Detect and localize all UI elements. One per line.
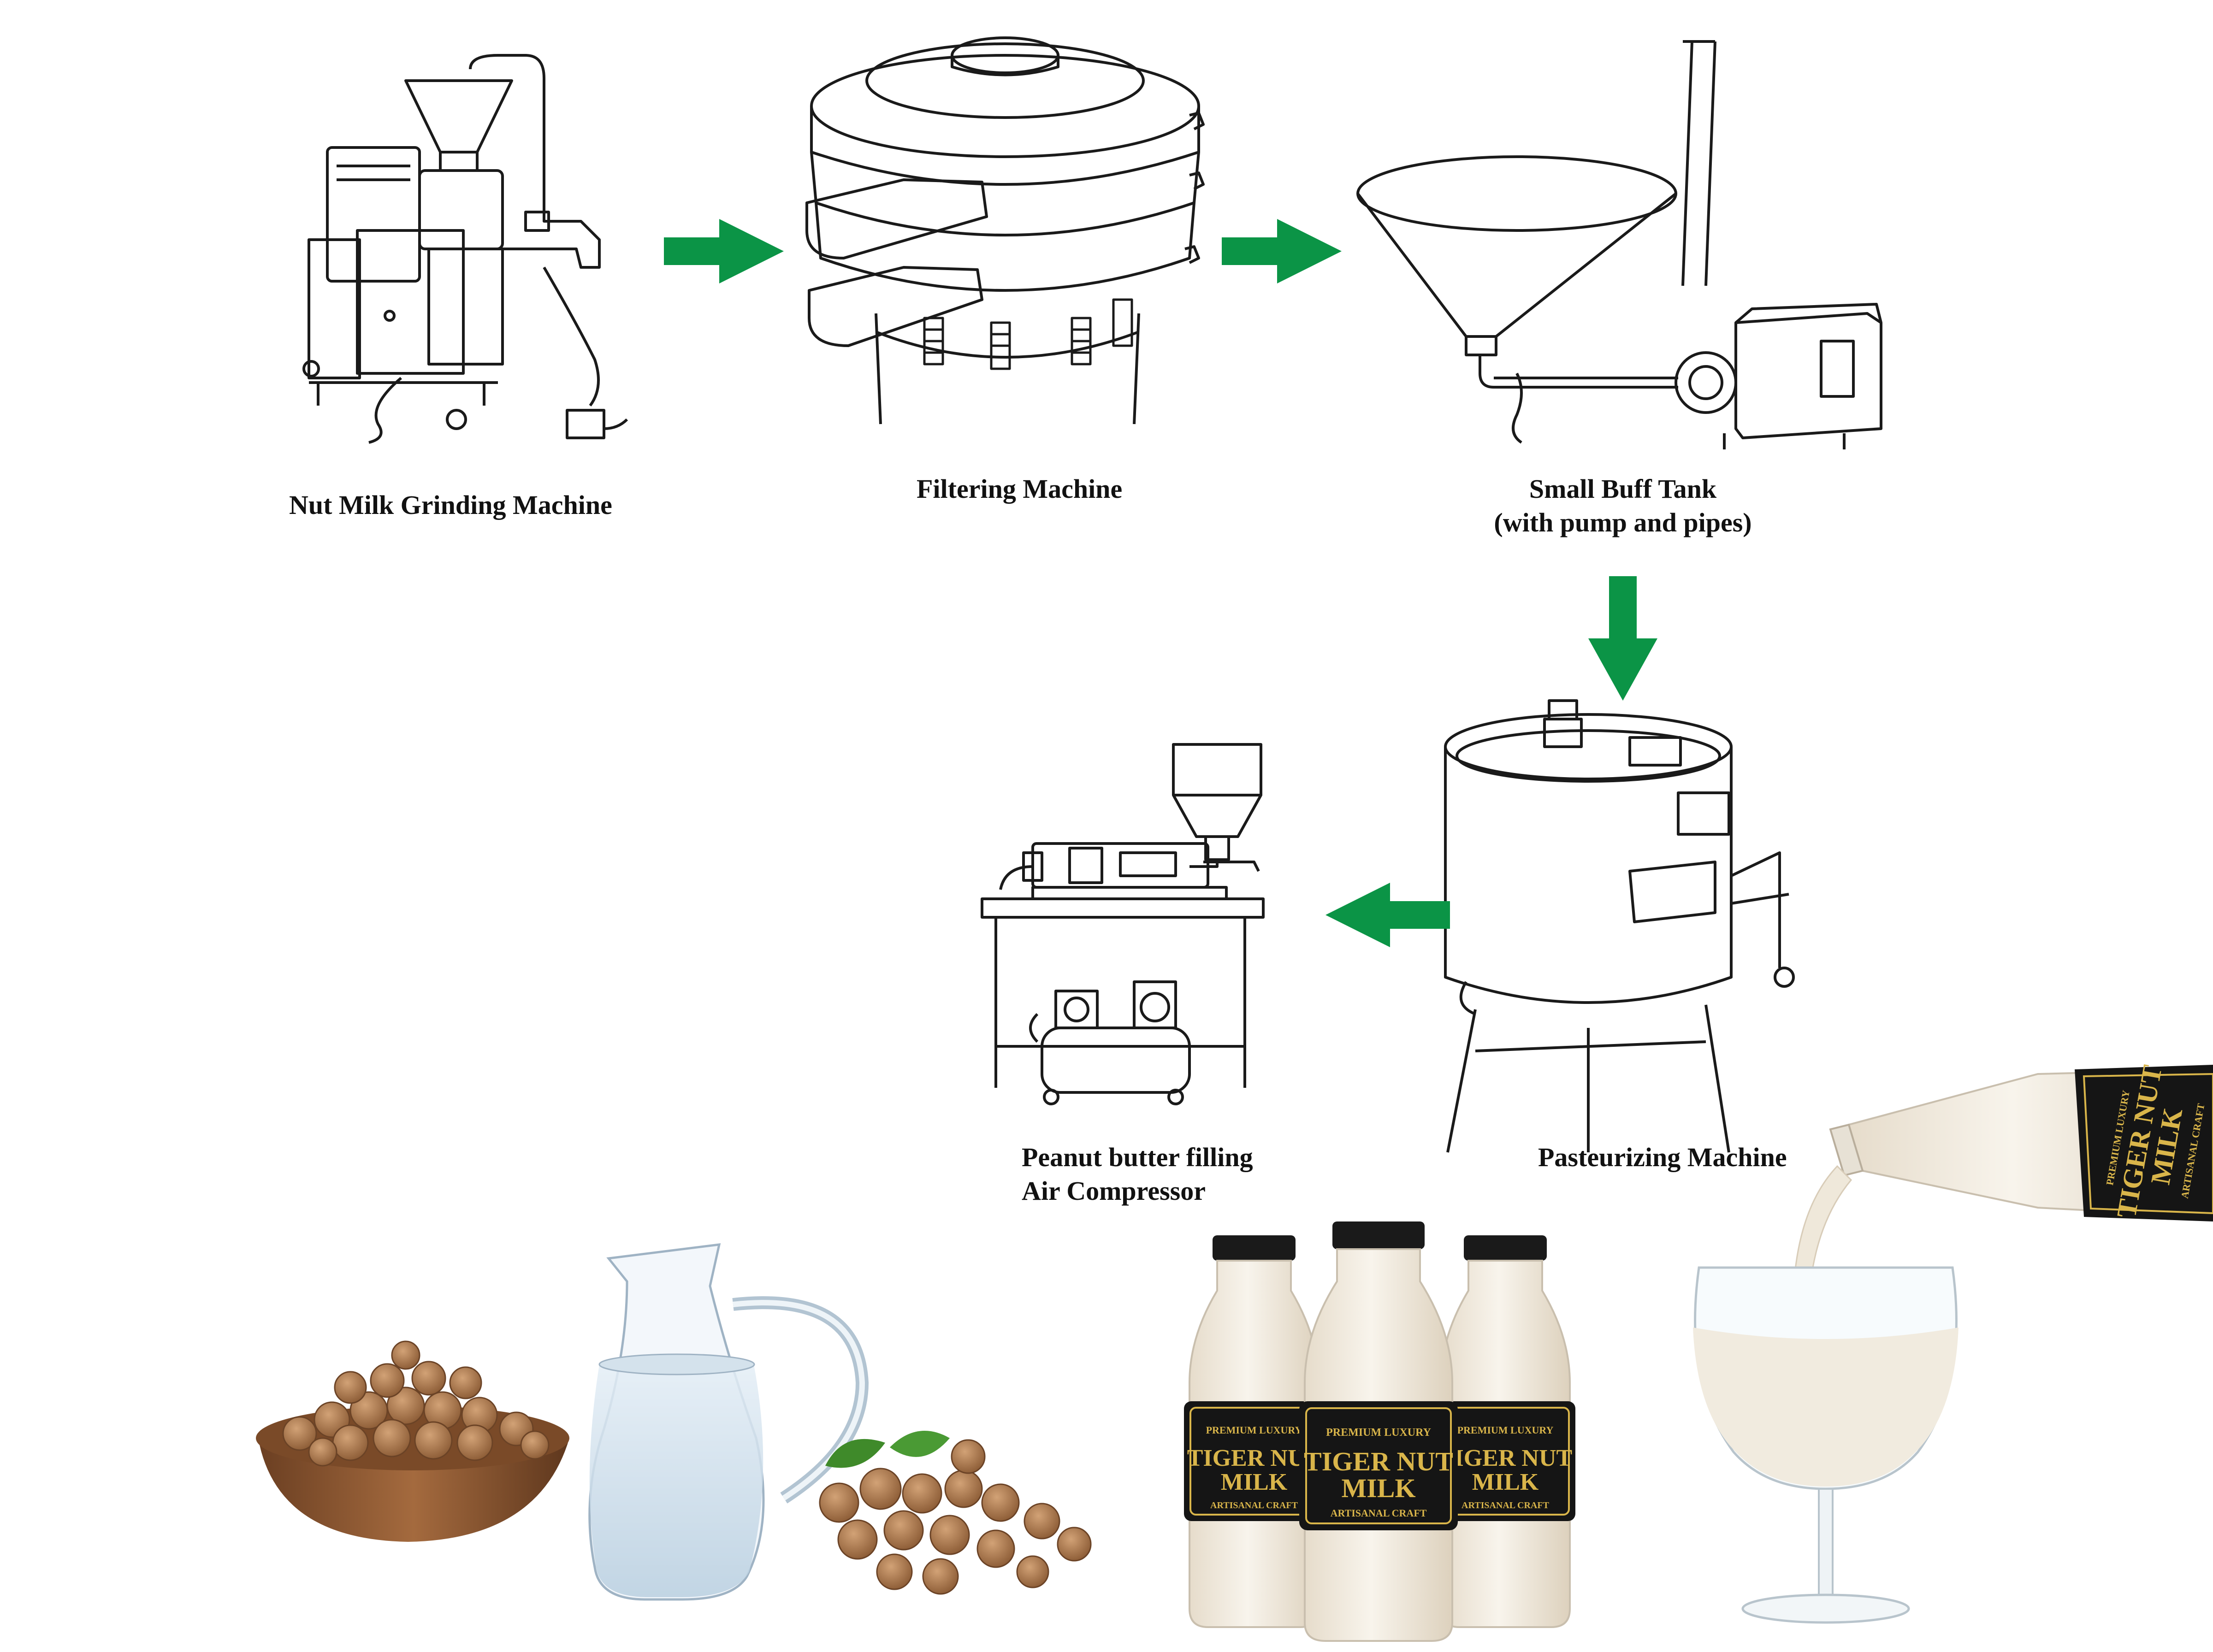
bottle-label-line3: MILK bbox=[1472, 1469, 1539, 1495]
label-line: Pasteurizing Machine bbox=[1538, 1142, 1787, 1172]
filling-machine-icon bbox=[981, 743, 1265, 1105]
bottle-label-line3: MILK bbox=[1341, 1473, 1415, 1503]
bottle-label-line2: TIGER NUT bbox=[1438, 1445, 1572, 1471]
filter-machine-icon bbox=[805, 36, 1205, 425]
arrow-tank-to-pasteurizer bbox=[1588, 576, 1657, 701]
grinder-machine-icon bbox=[302, 54, 628, 444]
arrow-pasteurizer-to-filling bbox=[1325, 883, 1450, 947]
bottle-label-line1: PREMIUM LUXURY bbox=[1206, 1424, 1302, 1436]
label-line: Peanut butter filling bbox=[1022, 1142, 1253, 1172]
bottle-label-line4: ARTISANAL CRAFT bbox=[1331, 1507, 1427, 1519]
milk-bottle-icon: PREMIUM LUXURY TIGER NUT MILK ARTISANAL … bbox=[1184, 1221, 1575, 1642]
buffer-tank-icon bbox=[1356, 40, 1882, 449]
label-line: Filtering Machine bbox=[917, 474, 1123, 504]
arrow-grind-to-filter bbox=[664, 219, 784, 283]
label-line: Small Buff Tank bbox=[1529, 474, 1717, 504]
nut-bowl-icon bbox=[256, 1340, 569, 1542]
label-line: (with pump and pipes) bbox=[1494, 507, 1752, 537]
stage-label-filtering: Filtering Machine bbox=[917, 472, 1122, 506]
stage-label-pasteurizing: Pasteurizing Machine bbox=[1538, 1141, 1787, 1174]
water-jug-icon bbox=[588, 1243, 869, 1601]
bottle-label-line1: PREMIUM LUXURY bbox=[1457, 1424, 1554, 1436]
label-line: Nut Milk Grinding Machine bbox=[289, 490, 612, 520]
bottle-label-line3: MILK bbox=[1221, 1469, 1288, 1495]
arrow-filter-to-tank bbox=[1222, 219, 1342, 283]
loose-nuts-icon bbox=[819, 1431, 1092, 1595]
milk-glass-icon: PREMIUM LUXURY TIGER NUT MILK ARTISANAL … bbox=[1693, 1063, 2213, 1624]
stage-label-buffer-tank: Small Buff Tank (with pump and pipes) bbox=[1494, 472, 1751, 539]
stage-label-grinding: Nut Milk Grinding Machine bbox=[289, 489, 612, 522]
stage-label-filling: Peanut butter filling Air Compressor bbox=[1022, 1141, 1253, 1208]
pasteurizer-icon bbox=[1444, 699, 1795, 1153]
bottle-label-line2: TIGER NUT bbox=[1304, 1446, 1453, 1476]
bottle-label-line1: PREMIUM LUXURY bbox=[1326, 1427, 1431, 1439]
bottle-label-line4: ARTISANAL CRAFT bbox=[1210, 1500, 1298, 1510]
flow-arrows bbox=[664, 219, 1657, 947]
bottle-label-line2: TIGER NUT bbox=[1187, 1445, 1321, 1471]
label-line: Air Compressor bbox=[1022, 1175, 1206, 1206]
bottle-label-line4: ARTISANAL CRAFT bbox=[1462, 1500, 1550, 1510]
